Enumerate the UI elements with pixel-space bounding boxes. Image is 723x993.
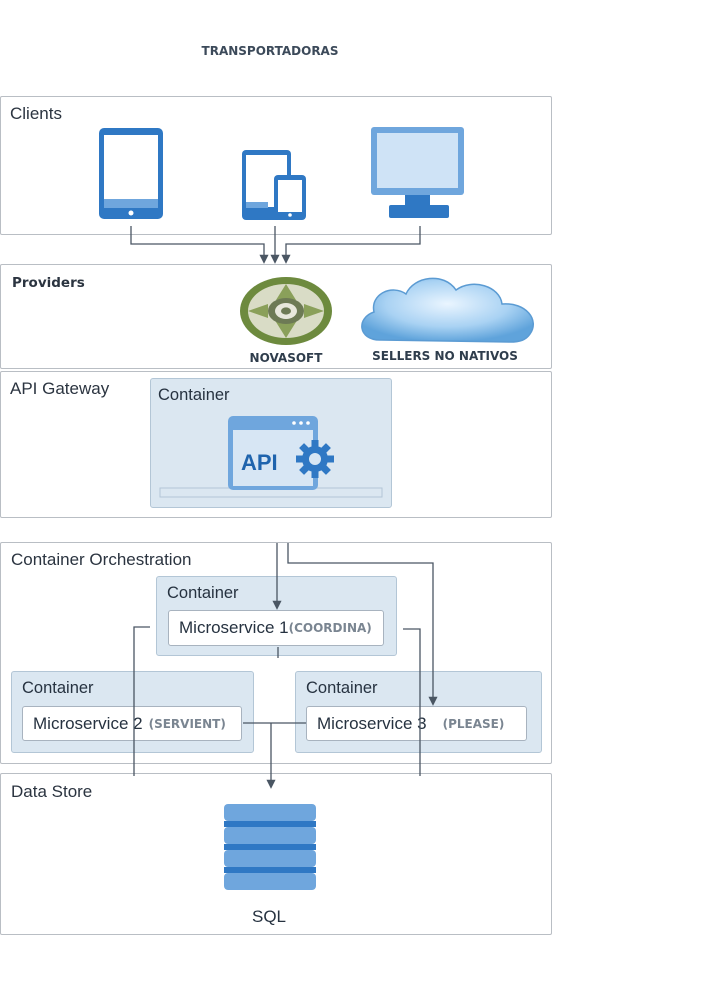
api-gateway-label: API Gateway [10, 379, 110, 398]
microservice-2-box: Microservice 2 (SERVIENT) [22, 706, 242, 741]
database-icon [224, 804, 316, 890]
mobile-devices-icon [242, 150, 306, 220]
cloud-icon [361, 277, 535, 343]
api-container-label: Container [158, 386, 230, 404]
container-ms1-label: Container [167, 584, 239, 602]
microservice-1-name: Microservice 1 [179, 618, 289, 637]
clients-label: Clients [10, 104, 62, 123]
client-connectors [130, 226, 421, 264]
api-text: API [241, 450, 278, 475]
microservice-3-name: Microservice 3 [317, 713, 427, 733]
data-store-label: Data Store [11, 782, 93, 801]
novasoft-logo-icon [240, 277, 332, 345]
diagram-title: TRANSPORTADORAS [201, 44, 339, 58]
microservice-1-box: Microservice 1(COORDINA) [168, 610, 384, 646]
container-ms2-label: Container [22, 679, 94, 697]
container-ms3-label: Container [306, 679, 378, 697]
orchestration-connectors [133, 543, 438, 789]
tablet-icon [99, 128, 163, 219]
gear-icon [296, 440, 334, 478]
api-window-icon: API [159, 416, 383, 498]
desktop-monitor-icon [371, 127, 464, 218]
microservice-1-tag: (COORDINA) [288, 621, 372, 635]
sellers-caption: SELLERS NO NATIVOS [372, 349, 518, 363]
orchestration-label: Container Orchestration [11, 550, 192, 569]
microservice-3-box: Microservice 3 (PLEASE) [306, 706, 527, 741]
providers-label: Providers [12, 275, 85, 291]
microservice-2-name: Microservice 2 [33, 713, 143, 733]
microservice-3-tag: (PLEASE) [442, 716, 505, 731]
novasoft-caption: NOVASOFT [249, 351, 323, 365]
microservice-2-tag: (SERVIENT) [148, 716, 226, 731]
sql-label: SQL [252, 907, 287, 926]
